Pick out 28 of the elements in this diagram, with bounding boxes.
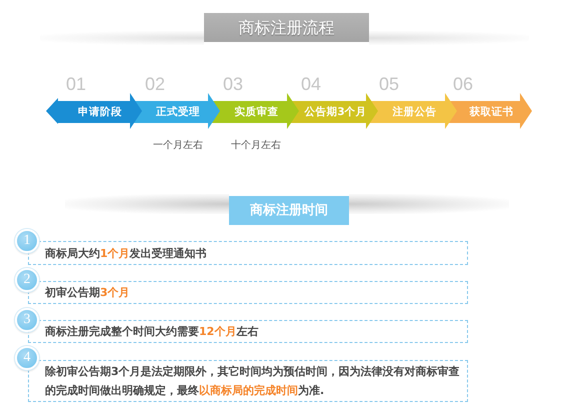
note-text: 除初审公告期3个月是法定期限外，其它时间均为预估时间，因为法律没有对商标审查的完成时间做出明确规定，最终以商标局的完成时间为准.	[45, 364, 461, 399]
step-number: 01	[66, 75, 86, 93]
number-badge: 2	[15, 268, 39, 292]
note-box	[28, 281, 468, 304]
title-banner: 商标注册流程	[204, 13, 369, 42]
step-label: 正式受理	[155, 105, 201, 120]
step-number: 06	[453, 75, 474, 93]
duration-label: 一个月左右	[152, 139, 204, 152]
note-box	[28, 360, 468, 402]
note-text: 商标局大约1个月发出受理通知书	[45, 246, 207, 262]
step-label: 申请阶段	[77, 105, 123, 120]
step-label: 注册公告	[392, 104, 438, 120]
note-text: 商标注册完成整个时间大约需要12个月左右	[45, 324, 258, 340]
step-number: 05	[379, 75, 400, 93]
step-number: 04	[301, 75, 322, 93]
step-number: 02	[145, 75, 166, 93]
step-number: 03	[223, 75, 244, 93]
note-box	[28, 320, 468, 343]
number-badge: 4	[15, 346, 39, 370]
note-text: 初审公告期3个月	[45, 285, 130, 301]
step-label: 实质审查	[234, 104, 280, 120]
section-heading: 商标注册时间	[229, 196, 349, 225]
number-badge: 3	[15, 308, 39, 332]
step-label: 获取证书	[468, 105, 514, 120]
number-badge: 1	[15, 229, 39, 253]
note-box	[28, 241, 468, 265]
duration-label: 十个月左右	[230, 139, 282, 152]
step-label: 公告期3个月	[303, 105, 368, 120]
